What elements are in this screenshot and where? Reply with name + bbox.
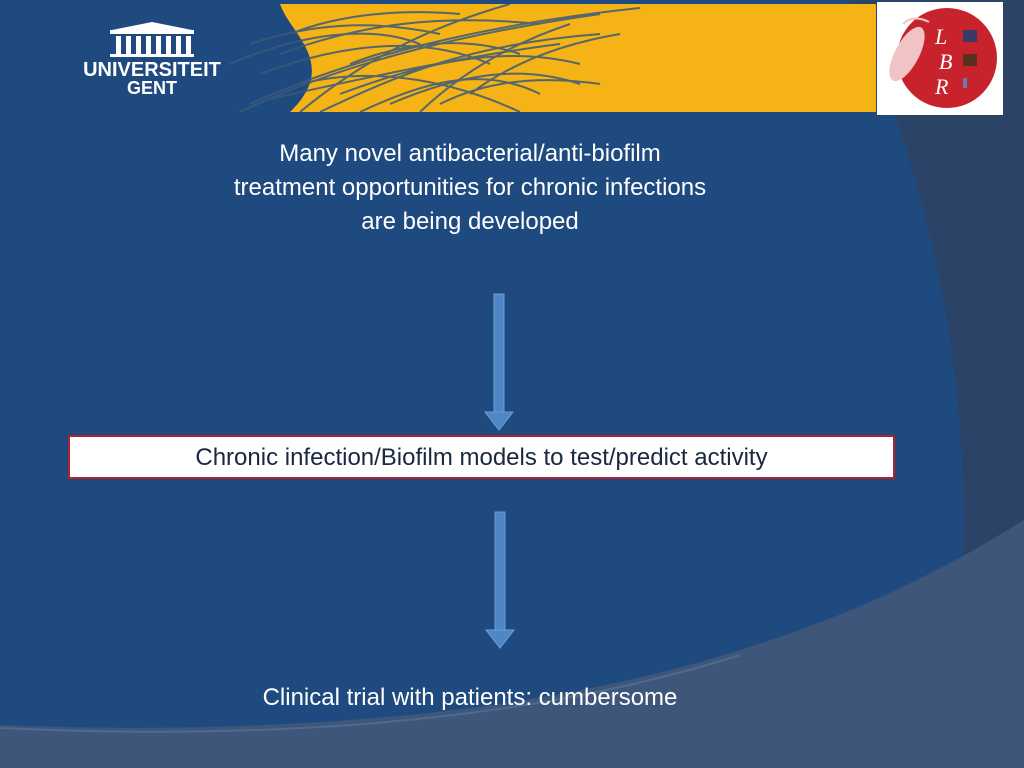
- grass-pattern: [229, 4, 641, 112]
- ugent-logo-line2: GENT: [127, 78, 177, 98]
- ugent-logo-line1: UNIVERSITEIT: [83, 59, 221, 81]
- down-arrow-2: [484, 511, 516, 649]
- lbr-logo-graphic: L B R: [889, 8, 997, 108]
- down-arrow-1: [483, 293, 515, 431]
- lbr-letter-l: L: [934, 24, 947, 49]
- models-box-text: Chronic infection/Biofilm models to test…: [195, 444, 768, 471]
- header-banner: [40, 4, 876, 112]
- lbr-letter-r: R: [934, 74, 949, 99]
- bottom-swoosh-edge: [0, 654, 741, 733]
- bottom-statement: Clinical trial with patients: cumbersome: [262, 684, 678, 711]
- top-statement: Many novel antibacterial/anti-biofilm tr…: [150, 137, 790, 239]
- ugent-building-icon: UNIVERSITEIT GENT: [83, 22, 221, 98]
- bacterium-icon: [889, 26, 925, 82]
- top-statement-line-1: Many novel antibacterial/anti-biofilm: [279, 140, 661, 167]
- lbr-letter-b: B: [939, 49, 952, 74]
- ugent-logo: UNIVERSITEIT GENT: [62, 22, 242, 102]
- top-statement-line-3: are being developed: [361, 208, 579, 235]
- bottom-swoosh: [0, 520, 1024, 768]
- lbr-logo: L B R: [877, 2, 1003, 115]
- top-statement-line-2: treatment opportunities for chronic infe…: [233, 174, 707, 201]
- models-box: Chronic infection/Biofilm models to test…: [68, 435, 895, 479]
